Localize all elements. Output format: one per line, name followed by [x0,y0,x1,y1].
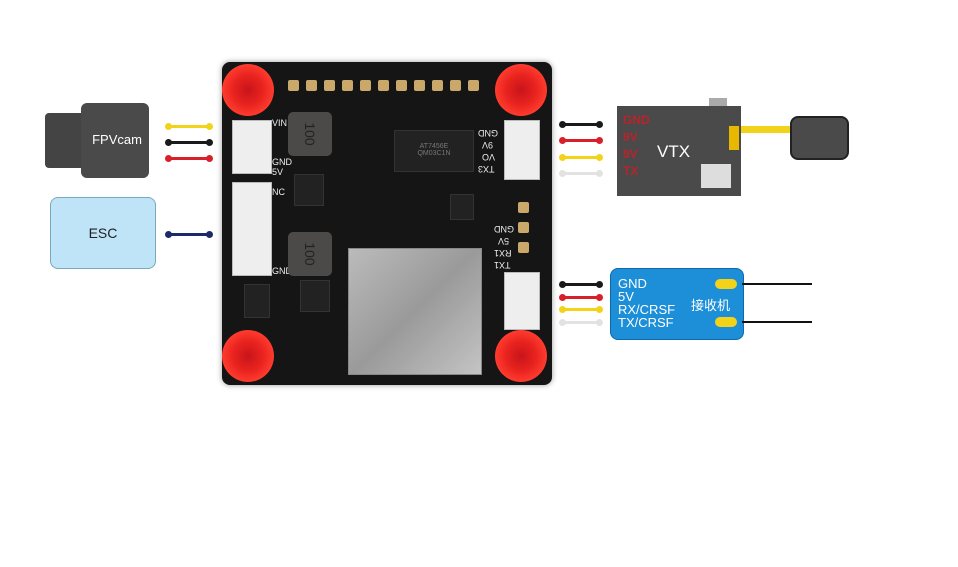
mount-hole [222,330,274,382]
pin-label: GND [272,266,292,276]
connector-receiver [504,272,540,330]
pin-label: 9V [482,140,494,150]
wire-esc-signal [165,231,213,238]
wire-rx-white [559,319,603,326]
pin-label: VO [482,152,496,162]
wire-rx-black [559,281,603,288]
fpvcam-label: FPVcam [92,132,142,147]
sd-card-slot [348,248,482,375]
chip [294,174,324,206]
wire-vtx-red [559,137,603,144]
connector-fpvcam [232,120,272,174]
esc-label: ESC [88,225,118,241]
wire-rx-yellow [559,306,603,313]
connector-vtx [504,120,540,180]
antenna-cable [741,126,793,133]
fpvcam: FPVcam [45,103,150,178]
vtx: GND 9V 9V TX VTX [617,98,741,196]
inductor: 100 [288,112,332,156]
wire-fpvcam-black [165,139,213,146]
vtx-label: VTX [657,142,691,161]
pin-label: GND [478,128,498,138]
wire-fpvcam-red [165,155,213,162]
receiver-antenna [742,321,812,323]
receiver: GND 5V RX/CRSF TX/CRSF 接收机 [610,268,744,340]
pin-label: GND [272,157,292,167]
wire-vtx-yellow [559,154,603,161]
pin-label: TX3 [478,164,495,174]
vtx-pin-label: GND [623,113,650,127]
vtx-antenna [790,116,849,160]
pin-label: RX1 [494,248,512,258]
wire-rx-red [559,294,603,301]
pin-label: 5V [272,167,284,177]
vtx-pin-label: TX [623,164,639,178]
mount-hole [495,330,547,382]
vtx-pin-label: 9V [623,130,638,144]
receiver-pin-label: RX/CRSF [618,302,676,317]
wire-vtx-white [559,170,603,177]
pin-label: GND [494,224,514,234]
connector-esc [232,182,272,276]
esc: ESC [50,197,156,269]
pin-label: 5V [498,236,510,246]
receiver-antenna [742,283,812,285]
wire-vtx-black [559,121,603,128]
mount-hole [222,64,274,116]
pin-label: TX1 [494,260,511,270]
inductor: 100 [288,232,332,276]
wire-fpvcam-yellow [165,123,213,130]
receiver-pin-label: 5V [618,289,634,304]
osd-chip: AT7456E QM03C1N [394,130,474,172]
chip [244,284,270,318]
chip [300,280,330,312]
chip [450,194,474,220]
pin-label: NC [272,187,285,197]
pin-label: VIN [272,118,288,128]
receiver-pin-label: GND [618,276,647,291]
receiver-pin-label: TX/CRSF [618,315,674,330]
flight-controller-board: VIN GND 5V NC GND GND 9V VO TX3 GND 5V R… [222,62,552,385]
mount-hole [495,64,547,116]
vtx-pin-label: 9V [623,147,638,161]
receiver-label: 接收机 [691,298,731,313]
